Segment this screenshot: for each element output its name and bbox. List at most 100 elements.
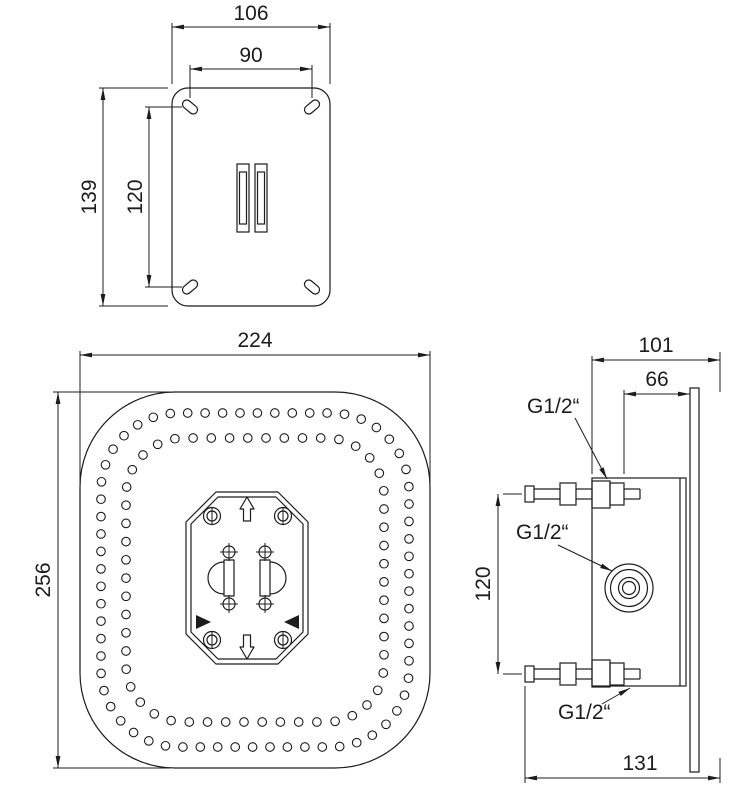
nozzle-hole xyxy=(121,646,131,656)
nozzle-hole xyxy=(404,603,414,614)
nozzle-hole xyxy=(178,742,188,752)
shower-head-front-view: 224 256 xyxy=(32,329,431,769)
nozzle-hole xyxy=(220,717,231,727)
nozzle-hole xyxy=(404,499,414,509)
nozzle-hole xyxy=(378,485,389,496)
nozzle-hole xyxy=(239,717,249,727)
slot-hole-top-right xyxy=(303,99,321,115)
nozzle-hole xyxy=(206,433,217,443)
nozzle-hole xyxy=(297,433,308,443)
nozzle-hole xyxy=(96,651,106,661)
nozzle-hole xyxy=(166,715,176,726)
outlet-circles xyxy=(604,563,654,613)
dim-label-256: 256 xyxy=(32,562,55,597)
corner-screws xyxy=(202,506,293,650)
thread-label-middle: G1/2“ xyxy=(516,521,569,544)
nozzle-hole xyxy=(404,516,414,527)
slot-hole-top-left xyxy=(181,99,199,115)
clip-right-outer xyxy=(254,163,268,233)
dim-label-131: 131 xyxy=(622,752,657,775)
nozzle-hole xyxy=(195,742,206,752)
nozzle-hole xyxy=(403,673,414,684)
nozzle-hole xyxy=(138,450,148,460)
nozzle-hole xyxy=(115,715,126,726)
slot-hole-bottom-left xyxy=(181,279,199,295)
nozzle-hole xyxy=(322,408,332,418)
nozzle-hole xyxy=(149,708,160,719)
down-arrow-icon xyxy=(239,634,255,660)
nozzle-hole xyxy=(121,627,131,638)
nozzle-hole xyxy=(108,444,118,455)
nozzle-hole xyxy=(230,742,241,752)
center-plate-outer xyxy=(185,491,309,665)
right-pointing-arrow-icon xyxy=(196,615,211,629)
side-view: 101 66 120 131 G1/2“ G1/2“ xyxy=(472,334,721,783)
nozzle-hole xyxy=(121,500,131,511)
nozzle-hole xyxy=(257,717,268,727)
center-mounting-plate xyxy=(185,491,309,665)
dim-label-120-plate: 120 xyxy=(124,179,147,214)
plate-outline xyxy=(171,87,331,307)
nozzle-hole xyxy=(279,433,290,443)
nozzle-hole xyxy=(404,534,414,544)
nozzle-hole xyxy=(121,482,132,492)
nozzle-hole xyxy=(152,439,163,450)
nozzle-hole xyxy=(96,529,106,539)
nozzle-hole xyxy=(121,573,131,583)
nozzle-hole xyxy=(350,441,361,452)
nozzle-hole xyxy=(379,595,389,606)
nozzle-hole xyxy=(364,452,375,463)
dim-label-106: 106 xyxy=(233,2,268,25)
nozzle-hole xyxy=(404,551,414,562)
nozzle-hole xyxy=(404,586,414,596)
nozzle-hole xyxy=(300,742,310,752)
nozzle-hole xyxy=(182,408,193,418)
clip-right-inner xyxy=(256,171,266,225)
nozzle-hole xyxy=(125,681,136,692)
dimension-depth-box: 66 xyxy=(623,368,690,474)
nozzle-hole xyxy=(317,742,328,752)
nozzle-hole xyxy=(96,494,106,505)
nozzle-hole xyxy=(121,518,131,529)
nozzle-hole xyxy=(404,655,414,666)
nozzle-hole xyxy=(265,742,275,752)
thread-callouts: G1/2“ G1/2“ G1/2“ xyxy=(516,395,631,724)
nozzle-hole xyxy=(401,464,411,475)
nozzle-ring-outer xyxy=(96,408,414,752)
nozzle-hole xyxy=(404,481,414,492)
slot-hole-bottom-right xyxy=(303,279,321,295)
center-clips xyxy=(236,163,268,233)
nozzle-hole xyxy=(347,710,358,721)
nozzle-hole xyxy=(96,668,106,679)
nozzle-hole xyxy=(269,408,280,418)
nozzle-hole xyxy=(235,408,245,418)
thread-label-top: G1/2“ xyxy=(527,395,580,418)
nozzle-hole xyxy=(96,511,106,522)
clip-left-outer xyxy=(236,163,250,233)
dim-label-224: 224 xyxy=(237,329,272,352)
nozzle-hole xyxy=(202,717,213,727)
center-plate-inner xyxy=(190,496,304,660)
nozzle-hole xyxy=(379,540,389,551)
box-body xyxy=(591,477,687,687)
nozzle-hole xyxy=(371,422,382,433)
nozzle-hole xyxy=(379,522,389,533)
nozzle-hole xyxy=(293,717,304,727)
nozzle-hole xyxy=(404,568,414,579)
nozzle-ring-inner xyxy=(121,433,389,727)
nozzle-hole xyxy=(121,536,131,547)
nozzle-hole xyxy=(372,685,383,696)
nozzle-hole xyxy=(242,433,253,443)
nozzle-hole xyxy=(304,408,315,418)
nozzle-hole xyxy=(362,700,372,710)
nozzle-hole xyxy=(404,638,414,649)
nozzle-hole xyxy=(252,408,263,418)
dimension-pipe-spacing: 120 xyxy=(472,493,522,675)
wall-plate xyxy=(689,387,700,773)
nozzle-hole xyxy=(96,598,106,609)
nozzle-hole xyxy=(379,631,389,642)
nozzle-hole xyxy=(119,430,129,441)
dim-label-66: 66 xyxy=(645,368,668,391)
nozzle-hole xyxy=(379,504,389,514)
